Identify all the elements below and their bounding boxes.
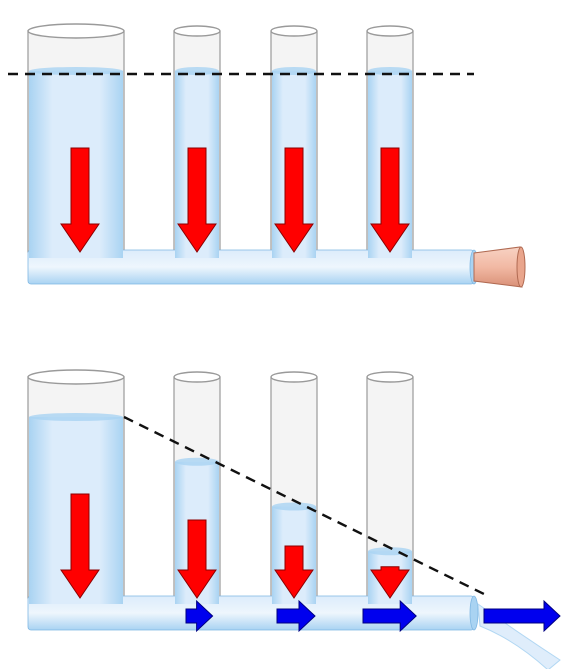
pressure-arrow: [274, 545, 314, 599]
pressure-arrow: [370, 147, 410, 253]
pressure-arrow: [370, 566, 410, 599]
water-surface: [175, 457, 219, 466]
water-surface: [29, 413, 123, 421]
water-surface: [272, 67, 316, 75]
tube-rim: [173, 371, 221, 383]
tube-rim: [27, 369, 125, 385]
stopper-end: [516, 246, 526, 288]
tube-rim: [366, 371, 414, 383]
pipe-end: [469, 595, 479, 631]
tube-rim: [270, 25, 318, 37]
tube-joint: [29, 246, 123, 258]
tube-rim: [27, 23, 125, 39]
pressure-arrow: [177, 147, 217, 253]
flow-arrow: [362, 599, 417, 633]
stopper: [473, 246, 523, 288]
flow-arrow: [276, 599, 316, 633]
flow-arrow: [483, 599, 561, 633]
tube-rim: [366, 25, 414, 37]
pressure-arrow: [60, 147, 100, 253]
pressure-arrow: [274, 147, 314, 253]
scene-open-outlet: [27, 369, 561, 669]
pressure-arrow: [177, 519, 217, 599]
flow-arrow: [185, 599, 214, 633]
scene-closed-outlet: [8, 23, 526, 288]
tube-joint: [29, 592, 123, 604]
pressure-arrow: [60, 493, 100, 599]
tube-rim: [270, 371, 318, 383]
tube-rim: [173, 25, 221, 37]
water-surface: [272, 502, 316, 511]
